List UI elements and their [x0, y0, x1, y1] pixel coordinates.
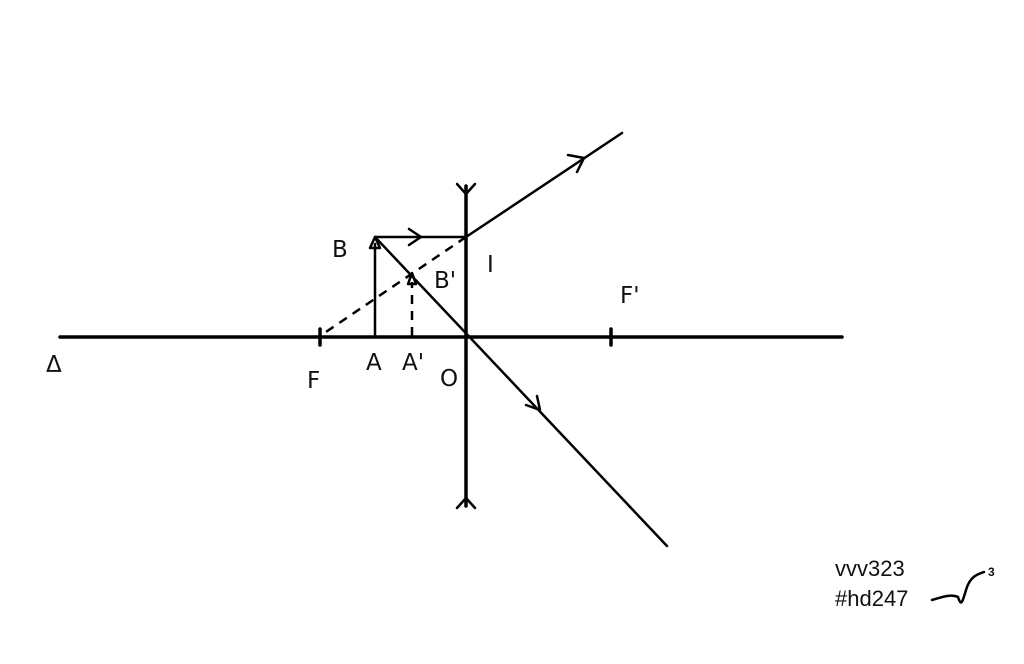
label-b: B	[332, 237, 348, 263]
ray-refracted	[464, 131, 624, 239]
signature-line-1: vvv323	[835, 556, 905, 581]
signature-line-2: #hd247	[835, 586, 908, 611]
diverging-lens	[455, 182, 477, 510]
label-f: F	[307, 368, 320, 394]
label-f-prime: F'	[620, 283, 640, 309]
label-a: A	[366, 350, 382, 376]
ray-parallel-arrowhead	[407, 227, 423, 247]
ray-extension-dashed	[319, 235, 467, 338]
label-a-prime: A'	[402, 350, 424, 376]
ray-refracted-arrowhead	[566, 153, 586, 174]
label-o: O	[440, 366, 458, 392]
image-arrow-a-prime-b-prime	[406, 271, 418, 336]
signature-scribble	[930, 570, 986, 604]
label-axis-delta: Δ	[46, 352, 62, 378]
signature-superscript: 3	[988, 565, 995, 579]
lens-top-arrowhead	[455, 182, 477, 196]
label-b-prime: B'	[434, 268, 456, 294]
lens-bottom-arrowhead	[455, 496, 477, 510]
ray-center-arrowhead	[524, 394, 542, 412]
label-i: I	[487, 252, 494, 278]
object-arrow-ab	[368, 235, 382, 338]
ray-through-center	[373, 235, 669, 548]
